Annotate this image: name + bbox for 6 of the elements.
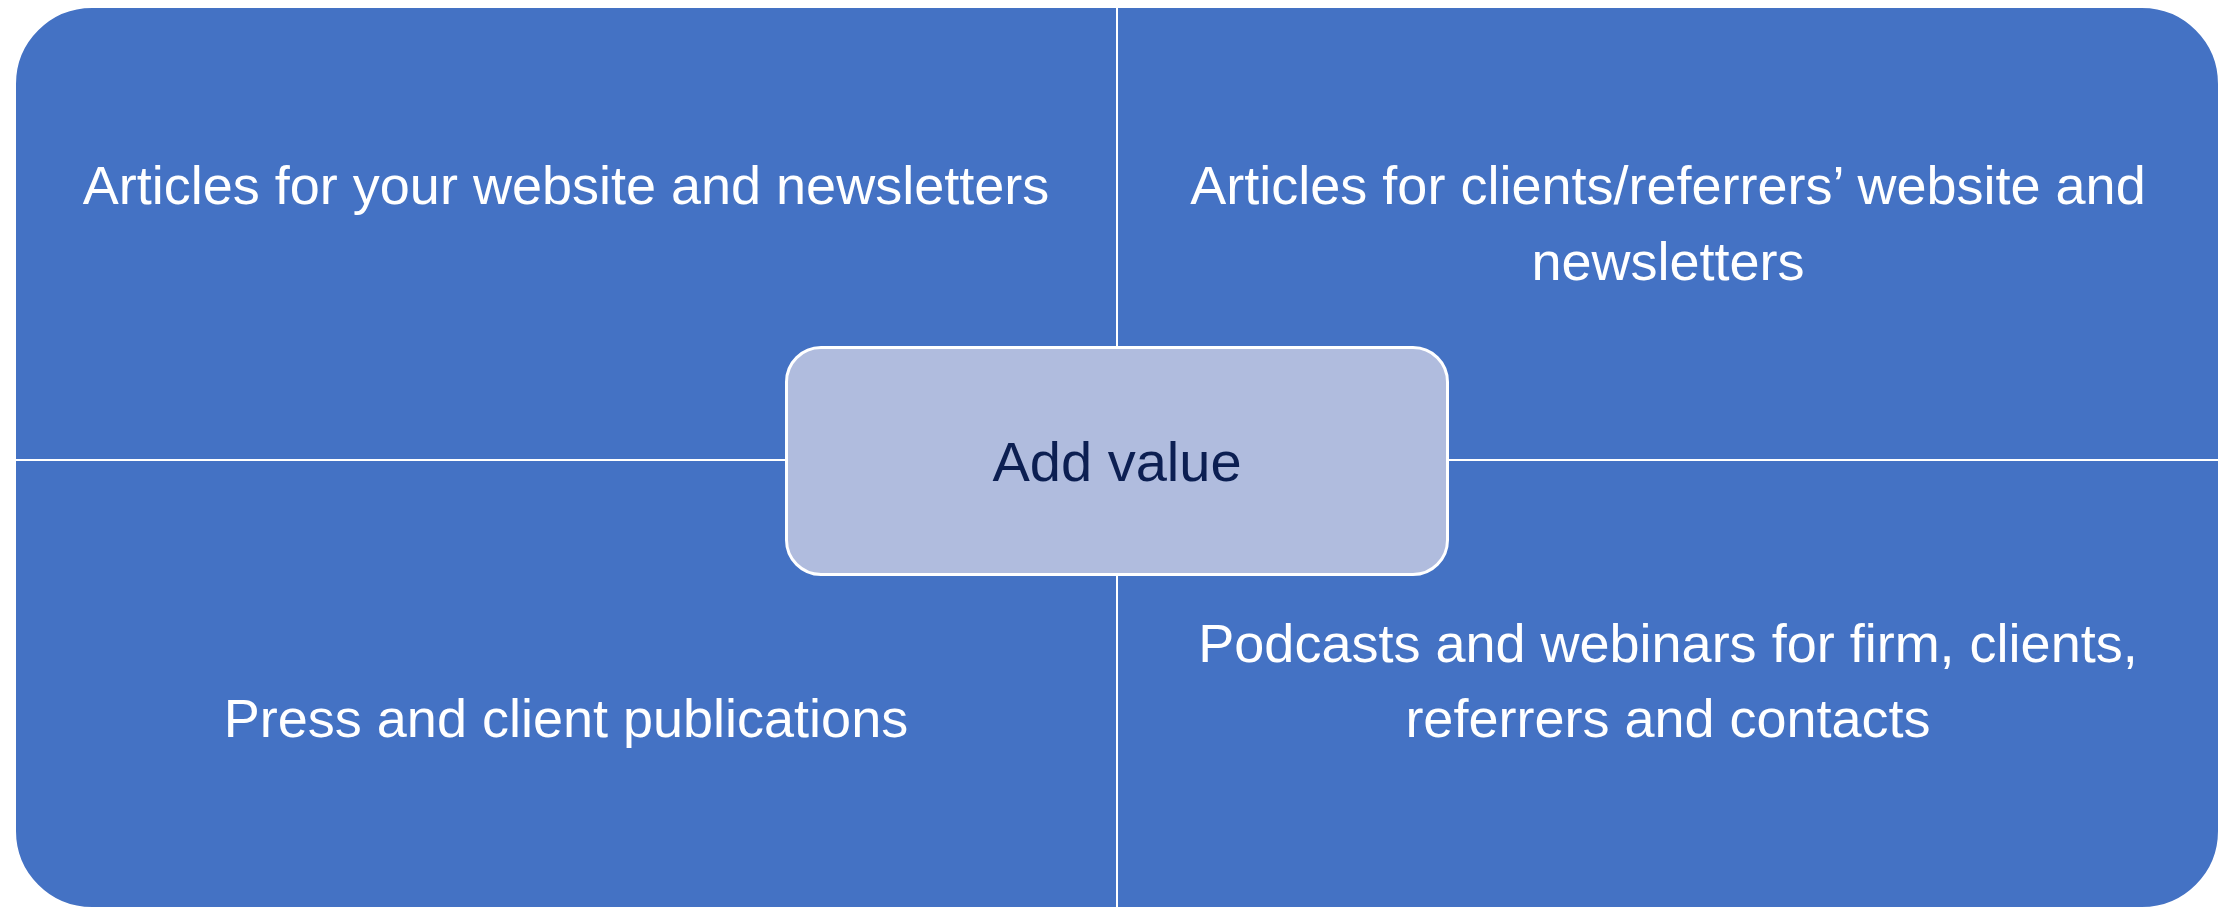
- panel-text: Articles for your website and newsletters: [82, 154, 1050, 217]
- panel-text: Press and client publications: [223, 687, 909, 751]
- center-text: Add value: [992, 428, 1242, 494]
- panel-text: Podcasts and webinars for firm, clients, referrers and contacts: [1197, 611, 2139, 751]
- center-box: [785, 346, 1449, 576]
- panel-text: Articles for clients/referrers’ website and newsletters: [1189, 154, 2147, 293]
